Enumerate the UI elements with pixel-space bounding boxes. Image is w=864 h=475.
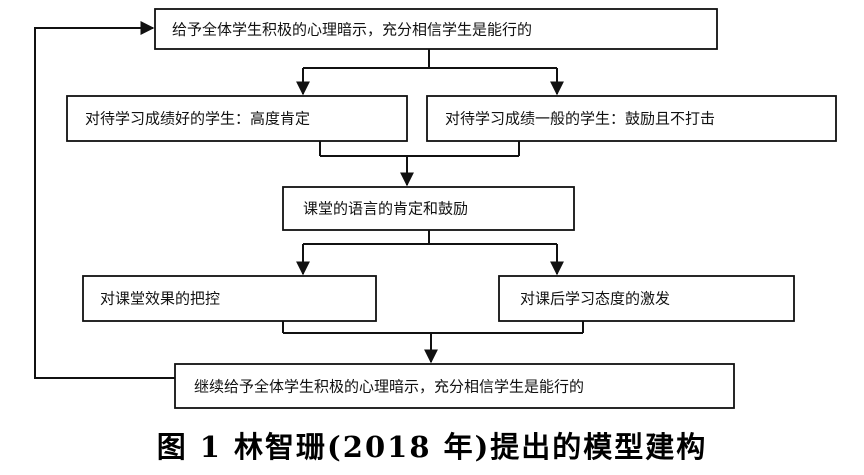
- node-top-label: 给予全体学生积极的心理暗示，充分相信学生是能行的: [172, 21, 532, 39]
- node-average-label: 对待学习成绩一般的学生：鼓励且不打击: [445, 110, 715, 128]
- node-attitude-label: 对课后学习态度的激发: [520, 290, 670, 308]
- node-good: 对待学习成绩好的学生：高度肯定: [66, 95, 408, 142]
- node-bottom: 继续给予全体学生积极的心理暗示，充分相信学生是能行的: [174, 363, 735, 409]
- node-effect-label: 对课堂效果的把控: [100, 290, 220, 308]
- node-average: 对待学习成绩一般的学生：鼓励且不打击: [426, 95, 837, 142]
- flowchart: 给予全体学生积极的心理暗示，充分相信学生是能行的 对待学习成绩好的学生：高度肯定…: [34, 8, 837, 409]
- figure-caption: 图 1 林智珊(2018 年)提出的模型建构: [156, 430, 708, 464]
- node-bottom-label: 继续给予全体学生积极的心理暗示，充分相信学生是能行的: [194, 378, 584, 396]
- node-top: 给予全体学生积极的心理暗示，充分相信学生是能行的: [154, 8, 718, 50]
- node-attitude: 对课后学习态度的激发: [498, 275, 795, 322]
- feedback-loop-connector: [34, 21, 175, 379]
- node-classroom-label: 课堂的语言的肯定和鼓励: [303, 200, 468, 218]
- node-effect: 对课堂效果的把控: [82, 275, 377, 322]
- node-classroom: 课堂的语言的肯定和鼓励: [282, 186, 575, 231]
- node-good-label: 对待学习成绩好的学生：高度肯定: [85, 110, 310, 128]
